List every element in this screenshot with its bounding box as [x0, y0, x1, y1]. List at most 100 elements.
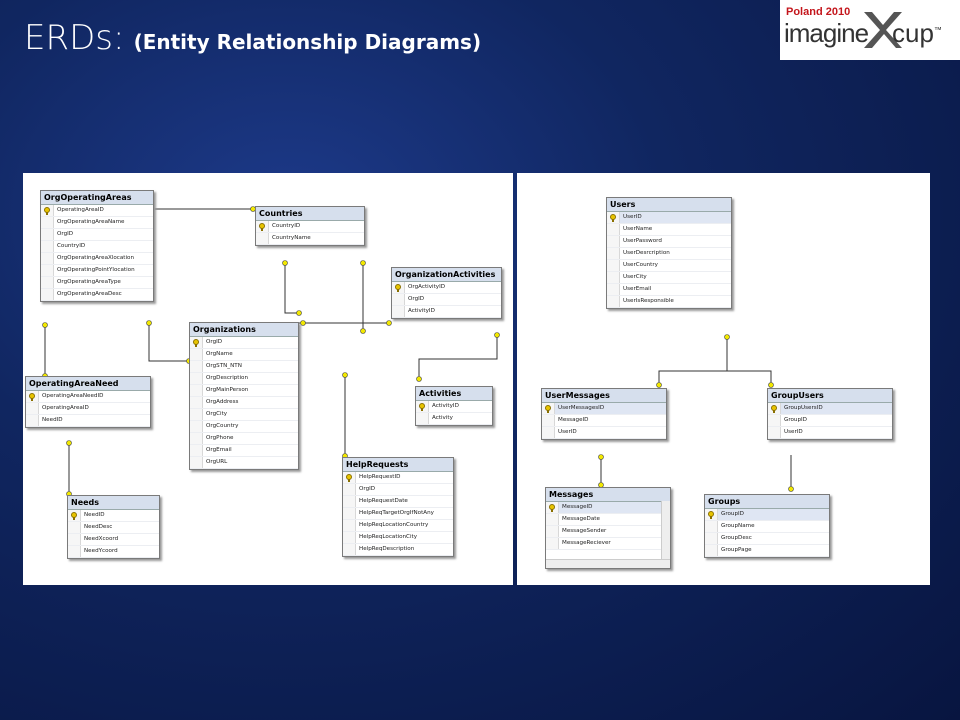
vertical-scrollbar[interactable] [661, 501, 670, 568]
field-row[interactable]: OrgEmail [190, 445, 298, 457]
field-row[interactable]: HelpRequestID [343, 472, 453, 484]
field-row[interactable]: ActivityID [392, 306, 501, 318]
field-row[interactable]: OrgURL [190, 457, 298, 469]
field-row[interactable]: HelpRequestDate [343, 496, 453, 508]
entity-orgoperatingareas[interactable]: OrgOperatingAreas OperatingAreaID OrgOpe… [40, 190, 154, 302]
field-row[interactable]: OrgMainPerson [190, 385, 298, 397]
field-row[interactable]: UserEmail [607, 284, 731, 296]
field-row[interactable]: OrgDescription [190, 373, 298, 385]
entity-header: Groups [705, 495, 829, 509]
field-row[interactable]: NeedDesc [68, 522, 159, 534]
entity-groupusers[interactable]: GroupUsers GroupUsersID GroupID UserID [767, 388, 893, 440]
field-row[interactable]: OrgActivityID [392, 282, 501, 294]
field-row[interactable]: OrgID [392, 294, 501, 306]
entity-header: HelpRequests [343, 458, 453, 472]
entity-users[interactable]: Users UserID UserName UserPassword UserD… [606, 197, 732, 309]
field-row[interactable]: NeedXcoord [68, 534, 159, 546]
field-row[interactable]: MessageID [542, 415, 666, 427]
field-row[interactable]: GroupDesc [705, 533, 829, 545]
field-row[interactable]: NeedYcoord [68, 546, 159, 558]
field-row[interactable]: OrgSTN_NTN [190, 361, 298, 373]
field-row[interactable]: MessageDate [546, 514, 670, 526]
field-row[interactable]: GroupUsersID [768, 403, 892, 415]
field-row[interactable]: NeedID [26, 415, 150, 427]
field-row[interactable]: MessageReciever [546, 538, 670, 550]
entity-header: OrgOperatingAreas [41, 191, 153, 205]
field-row[interactable]: OperatingAreaNeedID [26, 391, 150, 403]
primary-key-icon [419, 403, 425, 411]
entity-helprequests[interactable]: HelpRequests HelpRequestID OrgID HelpReq… [342, 457, 454, 557]
field-row[interactable]: OrgID [190, 337, 298, 349]
field-row[interactable]: OrgCountry [190, 421, 298, 433]
horizontal-scrollbar[interactable] [546, 559, 670, 568]
field-row[interactable]: UserID [607, 212, 731, 224]
field-row[interactable]: OperatingAreaID [26, 403, 150, 415]
field-row[interactable]: OrgID [343, 484, 453, 496]
entity-groups[interactable]: Groups GroupID GroupName GroupDesc Group… [704, 494, 830, 558]
field-row[interactable]: UserID [542, 427, 666, 439]
field-row[interactable]: GroupPage [705, 545, 829, 557]
field-row[interactable]: HelpReqLocationCountry [343, 520, 453, 532]
field-row[interactable]: OrgID [41, 229, 153, 241]
logo-word1: imagine [784, 18, 869, 48]
field-row[interactable]: OrgOperatingAreaXlocation [41, 253, 153, 265]
field-row[interactable]: GroupID [768, 415, 892, 427]
field-row[interactable]: OrgOperatingAreaType [41, 277, 153, 289]
field-row[interactable]: OrgOperatingAreaDesc [41, 289, 153, 301]
field-row[interactable]: GroupID [705, 509, 829, 521]
field-row[interactable]: OrgAddress [190, 397, 298, 409]
entity-header: Messages [546, 488, 670, 502]
entity-usermessages[interactable]: UserMessages UserMessagesID MessageID Us… [541, 388, 667, 440]
field-row[interactable]: UserPassword [607, 236, 731, 248]
primary-key-icon [71, 512, 77, 520]
primary-key-icon [193, 339, 199, 347]
field-row[interactable]: MessageSender [546, 526, 670, 538]
primary-key-icon [610, 214, 616, 222]
logo-tm: ™ [933, 25, 942, 35]
primary-key-icon [346, 474, 352, 482]
primary-key-icon [545, 405, 551, 413]
field-row[interactable]: GroupName [705, 521, 829, 533]
field-row[interactable]: OrgOperatingPointYlocation [41, 265, 153, 277]
field-row[interactable]: CountryName [256, 233, 364, 245]
field-row[interactable]: Activity [416, 413, 492, 425]
field-row[interactable]: UserMessagesID [542, 403, 666, 415]
field-row[interactable]: NeedID [68, 510, 159, 522]
entity-header: GroupUsers [768, 389, 892, 403]
primary-key-icon [708, 511, 714, 519]
logo-x-icon [864, 12, 902, 48]
field-row[interactable]: OperatingAreaID [41, 205, 153, 217]
entity-header: Users [607, 198, 731, 212]
entity-operatingareaneed[interactable]: OperatingAreaNeed OperatingAreaNeedID Op… [25, 376, 151, 428]
field-row[interactable]: CountryID [41, 241, 153, 253]
title-sub: (Entity Relationship Diagrams) [133, 30, 482, 54]
field-row[interactable]: UserDesrcription [607, 248, 731, 260]
field-row[interactable]: UserName [607, 224, 731, 236]
entity-activities[interactable]: Activities ActivityID Activity [415, 386, 493, 426]
field-row[interactable]: UserCountry [607, 260, 731, 272]
entity-messages[interactable]: Messages MessageID MessageDate MessageSe… [545, 487, 671, 569]
field-row[interactable]: HelpReqDescription [343, 544, 453, 556]
field-row[interactable]: CountryID [256, 221, 364, 233]
entity-organizationactivities[interactable]: OrganizationActivities OrgActivityID Org… [391, 267, 502, 319]
field-row[interactable]: OrgOperatingAreaName [41, 217, 153, 229]
field-row[interactable]: OrgName [190, 349, 298, 361]
entity-header: UserMessages [542, 389, 666, 403]
field-row[interactable]: UserID [768, 427, 892, 439]
entity-organizations[interactable]: Organizations OrgID OrgName OrgSTN_NTN O… [189, 322, 299, 470]
field-row[interactable]: OrgPhone [190, 433, 298, 445]
entity-header: Countries [256, 207, 364, 221]
field-row[interactable]: HelpReqTargetOrgIfNotAny [343, 508, 453, 520]
field-row[interactable]: OrgCity [190, 409, 298, 421]
field-row[interactable]: UserCity [607, 272, 731, 284]
imagine-cup-logo: Poland 2010 imagine cup™ [780, 0, 960, 60]
field-row[interactable]: HelpReqLocationCity [343, 532, 453, 544]
entity-header: Organizations [190, 323, 298, 337]
entity-needs[interactable]: Needs NeedID NeedDesc NeedXcoord NeedYco… [67, 495, 160, 559]
entity-header: OperatingAreaNeed [26, 377, 150, 391]
field-row[interactable]: ActivityID [416, 401, 492, 413]
field-row[interactable]: UserIsResponsible [607, 296, 731, 308]
field-row[interactable]: MessageID [546, 502, 670, 514]
slide-title: ERDs: (Entity Relationship Diagrams) [24, 18, 481, 58]
entity-countries[interactable]: Countries CountryID CountryName [255, 206, 365, 246]
